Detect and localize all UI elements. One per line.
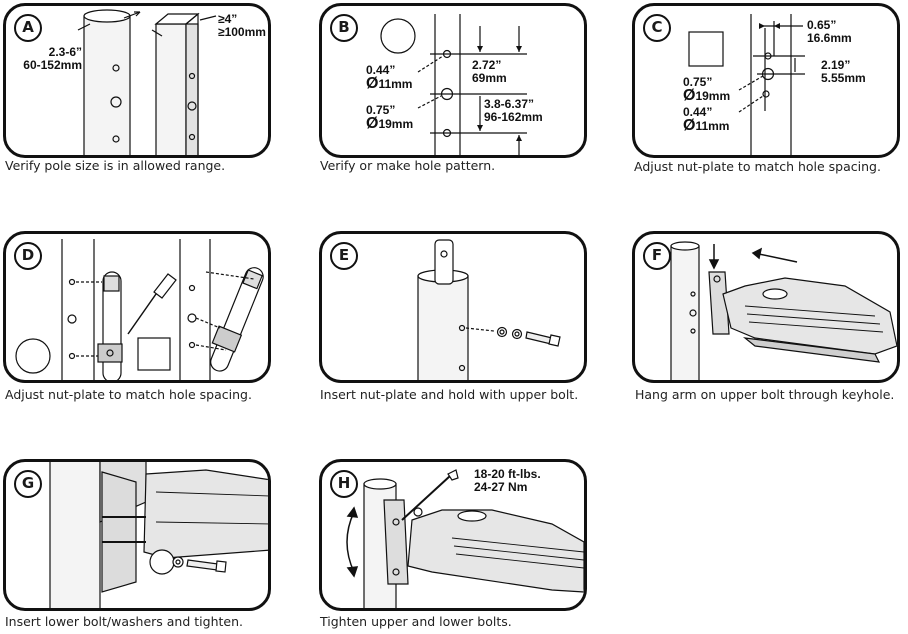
- large-hole-mm: 19mm: [378, 117, 414, 131]
- caption-f: Hang arm on upper bolt through keyhole.: [635, 387, 895, 402]
- square-pole-size-mm: ≥100mm: [218, 25, 266, 39]
- diameter-symbol: Ø: [683, 117, 696, 134]
- horizontal-offset-label: 0.65” 16.6mm: [807, 19, 852, 45]
- panel-g-illustration: [49, 462, 268, 608]
- small-hole-label: 0.44” Ø11mm: [683, 105, 730, 134]
- panel-c: C 0.65” 16.6mm 2.19” 5.55mm 0.75” Ø19mm …: [632, 3, 900, 158]
- panel-a-illustration: [77, 9, 217, 155]
- step-badge-a: A: [14, 14, 42, 42]
- small-hole-inches: 0.44”: [683, 105, 713, 119]
- diameter-symbol: Ø: [366, 75, 379, 92]
- panel-d-illustration: [15, 239, 264, 380]
- step-badge-c: C: [643, 14, 671, 42]
- panel-h: H 18-20 ft-lbs. 24-27 Nm: [319, 459, 587, 611]
- small-hole-inches: 0.44”: [366, 63, 396, 77]
- lower-spacing-inches: 3.8-6.37”: [484, 97, 535, 111]
- vertical-offset-mm: 5.55mm: [821, 71, 866, 85]
- large-hole-mm: 19mm: [695, 89, 731, 103]
- panel-b: B 0.44” Ø11mm 0.75” Ø19mm 2.72” 69mm 3.8…: [319, 3, 587, 158]
- torque-spec-label: 18-20 ft-lbs. 24-27 Nm: [474, 468, 541, 494]
- panel-g: G: [3, 459, 271, 611]
- vertical-offset-label: 2.19” 5.55mm: [821, 59, 866, 85]
- panel-c-illustration: [688, 14, 805, 155]
- torque-spec-imperial: 18-20 ft-lbs.: [474, 467, 541, 481]
- panel-b-illustration: [380, 14, 527, 155]
- square-pole-size-label: ≥4” ≥100mm: [218, 13, 266, 39]
- step-badge-h: H: [330, 470, 358, 498]
- step-badge-g: G: [14, 470, 42, 498]
- caption-c: Adjust nut-plate to match hole spacing.: [634, 159, 881, 174]
- torque-spec-metric: 24-27 Nm: [474, 480, 528, 494]
- caption-g: Insert lower bolt/washers and tighten.: [5, 614, 243, 629]
- round-pole-size-inches: 2.3-6”: [48, 45, 82, 59]
- round-pole-diameter-label: 2.3-6” 60-152mm: [12, 46, 82, 72]
- panel-a: A 2.3-6” 60-152mm ≥4” ≥100mm: [3, 3, 271, 158]
- upper-spacing-mm: 69mm: [472, 71, 507, 85]
- large-hole-inches: 0.75”: [683, 75, 713, 89]
- round-pole-size-mm: 60-152mm: [23, 58, 82, 72]
- panel-d: D: [3, 231, 271, 383]
- large-hole-label: 0.75” Ø19mm: [366, 103, 414, 132]
- step-badge-f: F: [643, 242, 671, 270]
- small-hole-mm: 11mm: [695, 119, 730, 133]
- square-pole-size-inches: ≥4”: [218, 12, 238, 26]
- large-hole-label: 0.75” Ø19mm: [683, 75, 731, 104]
- upper-spacing-label: 2.72” 69mm: [472, 59, 507, 85]
- step-badge-d: D: [14, 242, 42, 270]
- panel-f: F: [632, 231, 900, 383]
- diameter-symbol: Ø: [683, 87, 696, 104]
- small-hole-mm: 11mm: [378, 77, 413, 91]
- horizontal-offset-inches: 0.65”: [807, 18, 837, 32]
- small-hole-label: 0.44” Ø11mm: [366, 63, 413, 92]
- diameter-symbol: Ø: [366, 115, 379, 132]
- large-hole-inches: 0.75”: [366, 103, 396, 117]
- lower-spacing-mm: 96-162mm: [484, 110, 543, 124]
- step-badge-b: B: [330, 14, 358, 42]
- panel-f-illustration: [670, 241, 897, 380]
- upper-spacing-inches: 2.72”: [472, 58, 502, 72]
- horizontal-offset-mm: 16.6mm: [807, 31, 852, 45]
- lower-spacing-label: 3.8-6.37” 96-162mm: [484, 98, 543, 124]
- panel-e: E: [319, 231, 587, 383]
- vertical-offset-inches: 2.19”: [821, 58, 851, 72]
- caption-d: Adjust nut-plate to match hole spacing.: [5, 387, 252, 402]
- panel-e-illustration: [417, 239, 561, 380]
- caption-h: Tighten upper and lower bolts.: [320, 614, 512, 629]
- caption-b: Verify or make hole pattern.: [320, 158, 496, 173]
- caption-e: Insert nut-plate and hold with upper bol…: [320, 387, 579, 402]
- caption-a: Verify pole size is in allowed range.: [5, 158, 226, 173]
- step-badge-e: E: [330, 242, 358, 270]
- panel-h-illustration: [346, 469, 584, 608]
